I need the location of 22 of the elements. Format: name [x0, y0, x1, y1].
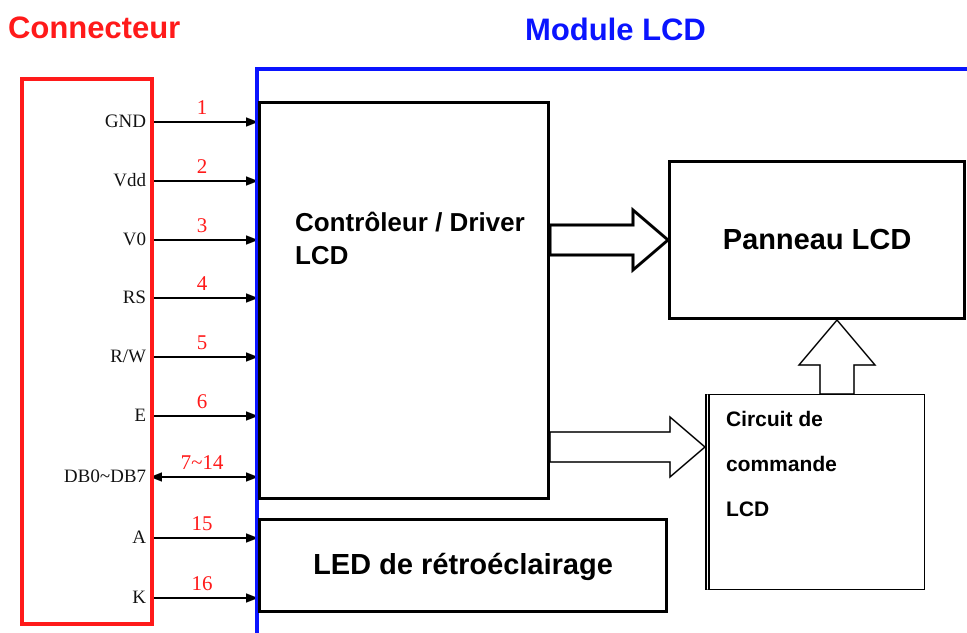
pin-name: E [24, 404, 150, 428]
block-arrow [548, 206, 670, 274]
block-title: LED de rétroéclairage [313, 548, 613, 583]
block-title: Circuit de commande LCD [726, 407, 838, 523]
block [668, 160, 966, 320]
pin-name: K [24, 586, 150, 610]
pin-name: R/W [24, 345, 150, 369]
pin-name: A [24, 526, 150, 550]
pin-name: RS [24, 286, 150, 310]
pin-name: Vdd [24, 169, 150, 193]
group-heading: Connecteur [8, 10, 180, 46]
block-title: Contrôleur / Driver LCD [295, 206, 525, 272]
block [258, 101, 550, 500]
group-heading: Module LCD [525, 12, 706, 48]
block-arrow [797, 318, 877, 395]
block [258, 518, 668, 613]
pin-name: DB0~DB7 [24, 465, 150, 489]
block [705, 394, 925, 590]
pin-name: V0 [24, 228, 150, 252]
block-title: Panneau LCD [722, 222, 912, 258]
pin-name: GND [24, 110, 150, 134]
block-arrow [549, 415, 706, 479]
